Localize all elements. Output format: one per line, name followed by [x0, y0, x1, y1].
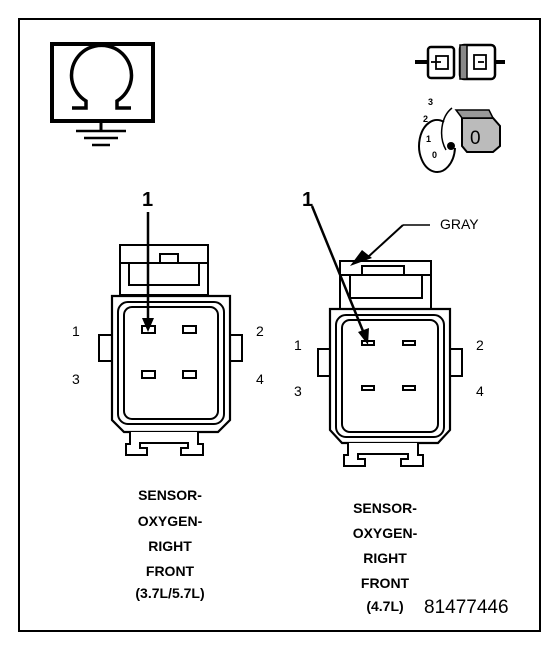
svg-text:(4.7L): (4.7L) — [366, 598, 403, 614]
ignition-key-off-icon: 0 3 2 1 0 — [418, 97, 501, 173]
left-connector: 1 1 2 3 4 — [72, 189, 264, 456]
left-leader-1: 1 — [142, 189, 153, 211]
right-pin-2: 2 — [476, 337, 484, 353]
right-connector: 1 GRAY 1 2 3 4 — [294, 189, 484, 467]
right-leader-1: 1 — [302, 189, 313, 211]
ignition-key-mark: 0 — [470, 128, 481, 149]
svg-text:RIGHT: RIGHT — [148, 538, 192, 554]
left-pin-3: 3 — [72, 371, 80, 387]
right-pin-3: 3 — [294, 383, 302, 399]
svg-text:FRONT: FRONT — [146, 563, 195, 579]
left-pin-4: 4 — [256, 371, 264, 387]
right-pin-1: 1 — [294, 337, 302, 353]
right-connector-caption: SENSOR- OXYGEN- RIGHT FRONT (4.7L) — [353, 500, 418, 614]
ignition-position-2: 2 — [423, 114, 428, 124]
svg-text:SENSOR-: SENSOR- — [353, 500, 417, 516]
figure-number: 81477446 — [424, 597, 509, 618]
ignition-position-0: 0 — [432, 150, 437, 160]
left-connector-caption: SENSOR- OXYGEN- RIGHT FRONT (3.7L/5.7L) — [135, 487, 204, 601]
svg-text:OXYGEN-: OXYGEN- — [353, 525, 418, 541]
left-pin-2: 2 — [256, 323, 264, 339]
ignition-position-1: 1 — [426, 134, 431, 144]
svg-text:OXYGEN-: OXYGEN- — [138, 513, 203, 529]
left-pin-1: 1 — [72, 323, 80, 339]
diagram-frame — [18, 18, 541, 632]
ignition-position-3: 3 — [428, 97, 433, 107]
svg-text:(3.7L/5.7L): (3.7L/5.7L) — [135, 585, 204, 601]
svg-text:RIGHT: RIGHT — [363, 550, 407, 566]
right-pin-4: 4 — [476, 383, 484, 399]
svg-text:FRONT: FRONT — [361, 575, 410, 591]
ohmmeter-ground-icon — [50, 42, 155, 147]
gray-label: GRAY — [440, 216, 479, 232]
svg-text:SENSOR-: SENSOR- — [138, 487, 202, 503]
disconnect-connector-icon — [415, 43, 505, 81]
